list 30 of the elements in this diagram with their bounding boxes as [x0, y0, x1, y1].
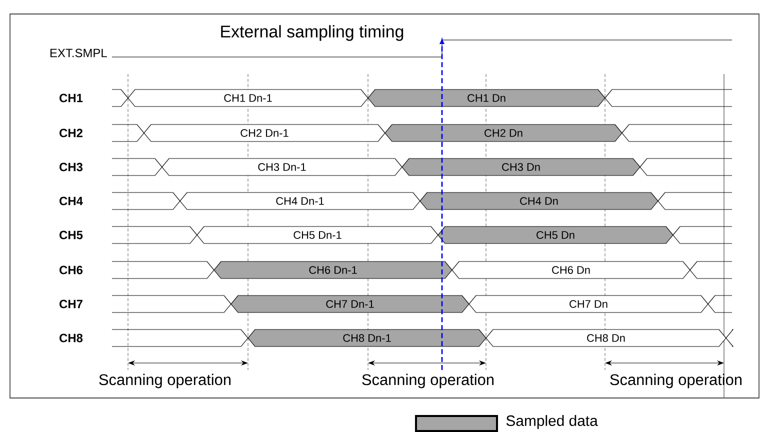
data-segment: CH8 Dn-1	[248, 329, 486, 347]
data-segment: CH7 Dn-1	[230, 295, 470, 313]
scan-label: Scanning operation	[99, 374, 230, 388]
data-segment: CH7 Dn	[468, 295, 708, 313]
channel-label: CH6	[60, 266, 83, 274]
data-segment: CH1 Dn	[368, 89, 606, 107]
channel-label: CH7	[60, 300, 82, 308]
channel-label: CH1	[60, 94, 83, 102]
scan-label: Scanning operation	[610, 374, 742, 388]
channel-label: CH2	[60, 128, 82, 138]
data-segment: CH8 Dn	[486, 329, 726, 347]
data-segment: CH6 Dn	[452, 261, 690, 279]
scan-label: Scanning operation	[362, 374, 494, 388]
channel-label: CH4	[60, 196, 83, 206]
data-segment: CH2 Dn	[384, 124, 622, 142]
data-segment: CH3 Dn	[402, 158, 640, 176]
data-segment: CH5 Dn-1	[196, 226, 438, 244]
channel-label: CH8	[60, 334, 83, 342]
legend-label: Sampled data	[506, 415, 598, 429]
channel-label: CH5	[60, 230, 83, 240]
title-text: External sampling timing	[221, 25, 404, 41]
data-segment: CH3 Dn-1	[162, 158, 402, 176]
data-segment: CH1 Dn-1	[128, 89, 368, 107]
channel-label: CH3	[60, 162, 83, 172]
data-segment: CH6 Dn-1	[214, 261, 452, 279]
data-segment: CH4 Dn	[420, 192, 658, 210]
data-segment: CH5 Dn	[438, 226, 674, 244]
data-segment: CH4 Dn-1	[180, 192, 420, 210]
signal-name: EXT.SMPL	[50, 48, 107, 58]
data-segment: CH2 Dn-1	[144, 124, 386, 142]
